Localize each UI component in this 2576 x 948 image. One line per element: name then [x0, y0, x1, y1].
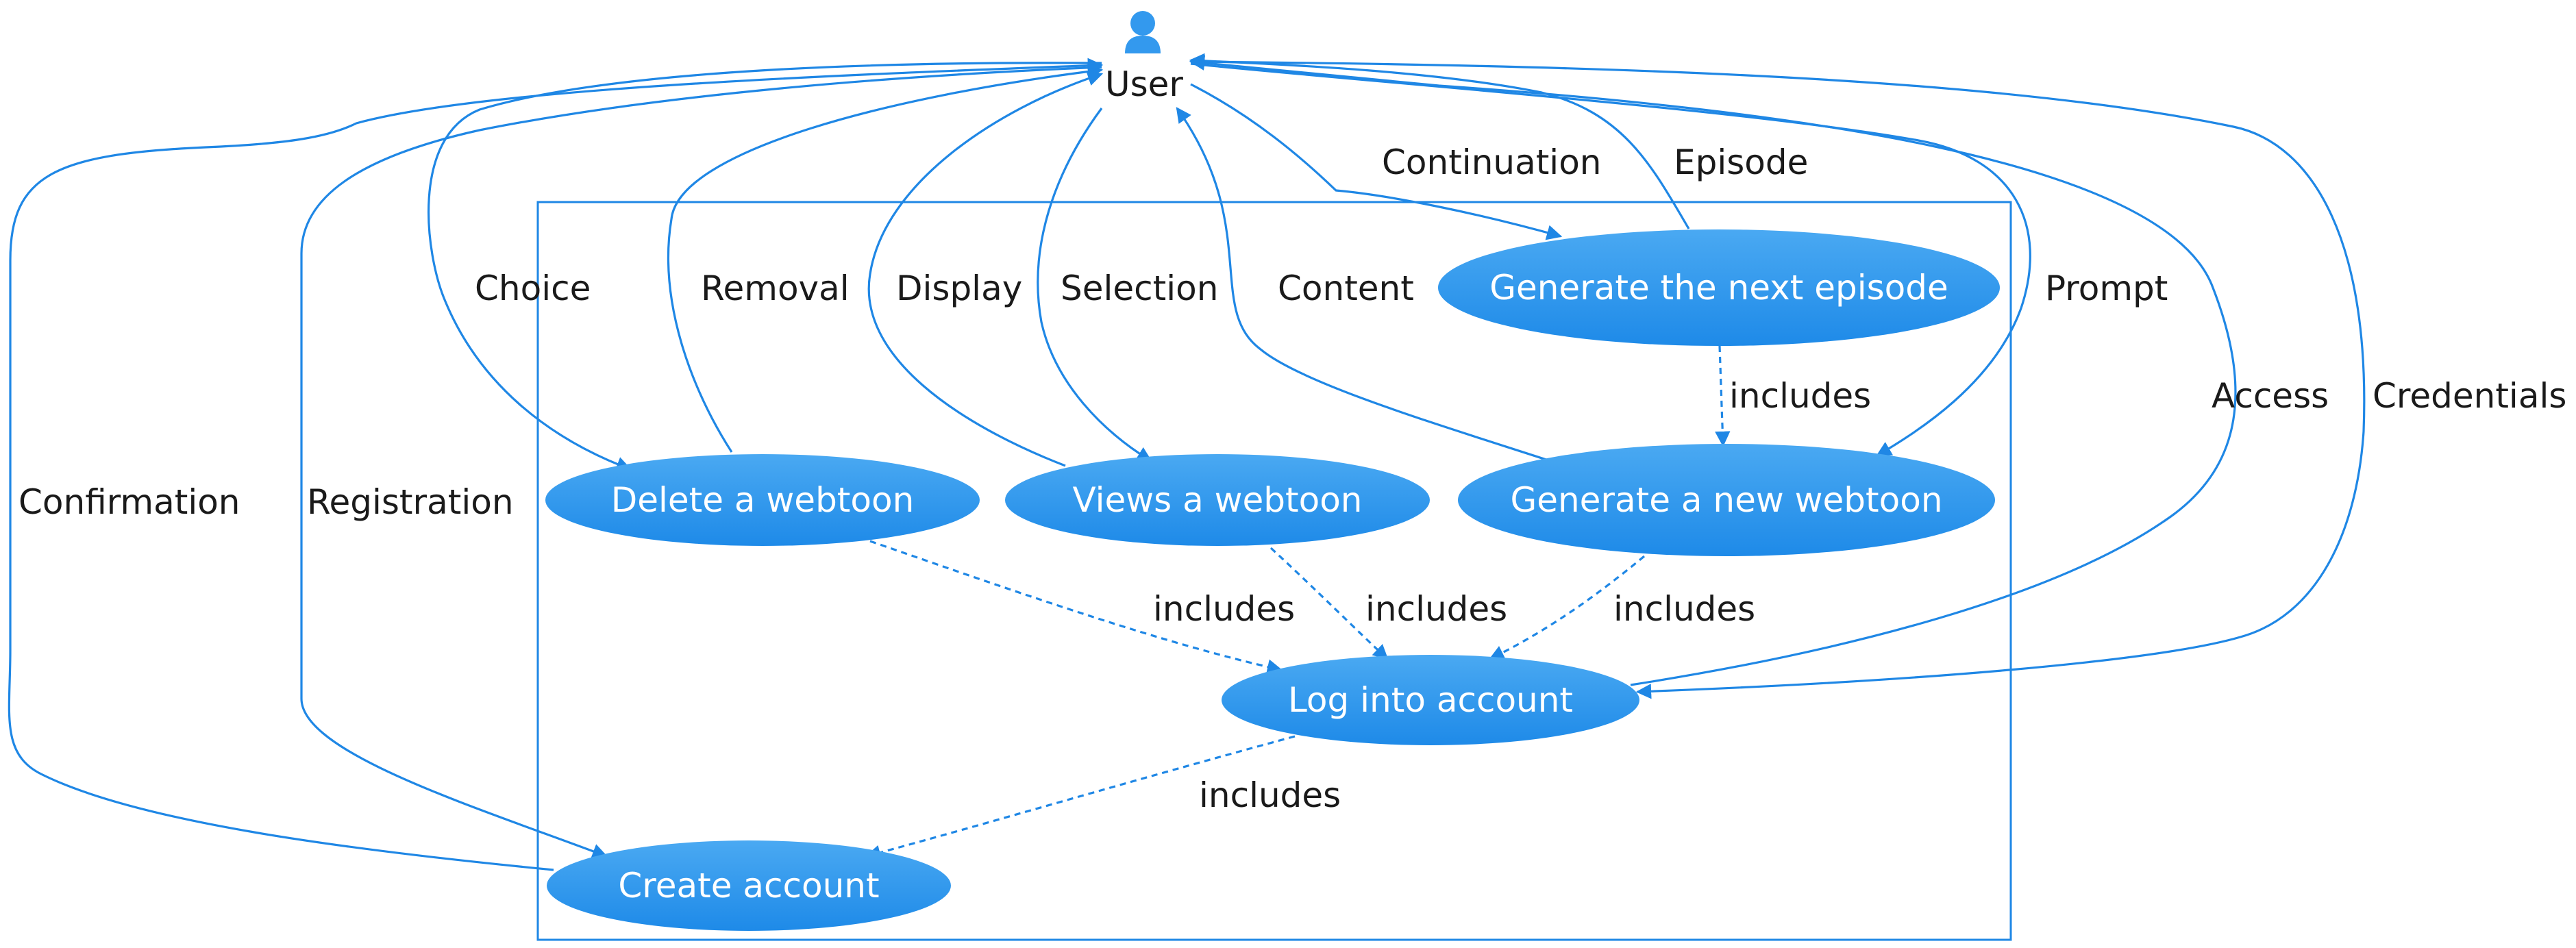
usecase-views-label: Views a webtoon: [1073, 480, 1363, 520]
label-registration: Registration: [307, 482, 514, 522]
label-includes-next-to-new: includes: [1729, 376, 1871, 416]
label-includes-new-to-login: includes: [1613, 589, 1755, 629]
label-choice: Choice: [475, 269, 591, 308]
edge-removal: [667, 64, 1104, 453]
label-episode: Episode: [1674, 142, 1808, 182]
label-content: Content: [1278, 269, 1414, 308]
edge-display: [867, 71, 1104, 467]
usecase-delete[interactable]: Delete a webtoon: [545, 454, 980, 546]
label-selection: Selection: [1061, 269, 1218, 308]
label-display: Display: [896, 269, 1022, 308]
label-credentials: Credentials: [2373, 376, 2566, 416]
include-edge-views-to-login: [1270, 547, 1389, 660]
edge-selection: [1037, 108, 1152, 462]
usecase-delete-label: Delete a webtoon: [611, 480, 915, 520]
include-edge-next-to-new: [1715, 345, 1731, 447]
label-includes-views-to-login: includes: [1365, 589, 1507, 629]
edge-choice: [428, 62, 1102, 472]
label-access: Access: [2212, 376, 2329, 416]
edge-continuation: [1190, 83, 1563, 240]
edge-confirmation: [8, 58, 1104, 871]
edge-registration: [300, 66, 1102, 859]
usecase-new-webtoon-label: Generate a new webtoon: [1510, 480, 1942, 520]
actor-label: User: [1105, 64, 1183, 104]
edge-credentials: [1190, 60, 2366, 699]
usecase-views[interactable]: Views a webtoon: [1005, 454, 1430, 546]
label-prompt: Prompt: [2045, 269, 2168, 308]
edge-access: [1189, 55, 2237, 686]
usecase-next-episode[interactable]: Generate the next episode: [1438, 229, 2000, 346]
include-edge-new-to-login: [1488, 555, 1646, 660]
label-confirmation: Confirmation: [18, 482, 240, 522]
label-removal: Removal: [701, 269, 850, 308]
edge-episode: [1189, 53, 1690, 229]
include-edge-login-to-create: [865, 735, 1296, 860]
edge-content: [1176, 107, 1549, 462]
usecase-create-label: Create account: [618, 866, 879, 906]
label-includes-login-to-create: includes: [1199, 775, 1341, 815]
usecase-login-label: Log into account: [1288, 680, 1573, 720]
usecase-new-webtoon[interactable]: Generate a new webtoon: [1458, 444, 1995, 556]
user-icon: [1125, 11, 1161, 53]
actor-user[interactable]: User: [1105, 11, 1183, 104]
label-includes-delete-to-login: includes: [1153, 589, 1295, 629]
system-boundary: [536, 201, 2012, 941]
usecase-login[interactable]: Log into account: [1222, 655, 1639, 745]
include-edge-delete-to-login: [869, 540, 1283, 675]
usecase-create[interactable]: Create account: [547, 840, 951, 931]
label-continuation: Continuation: [1382, 142, 1601, 182]
usecase-next-episode-label: Generate the next episode: [1489, 268, 1948, 308]
